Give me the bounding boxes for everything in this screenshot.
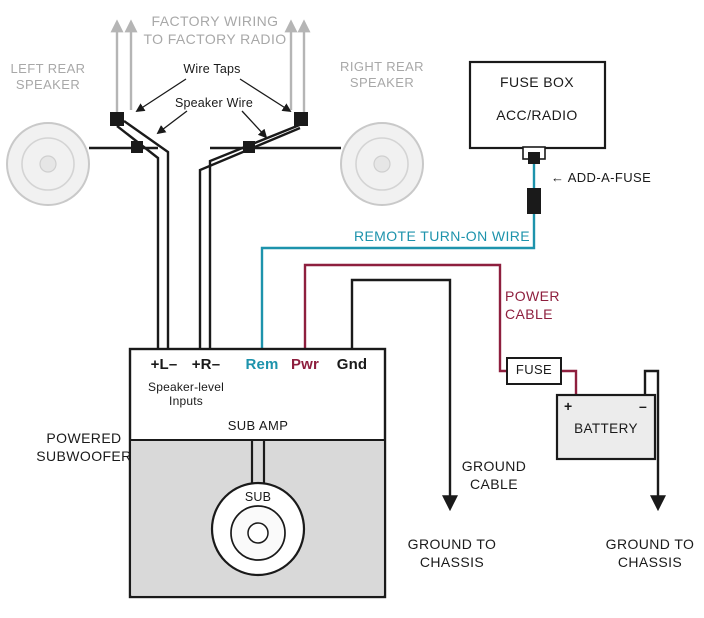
battery-minus-terminal: – xyxy=(639,398,648,414)
powered-subwoofer-label-line1: POWERED xyxy=(46,430,122,446)
factory-wiring-arrows xyxy=(110,19,311,116)
label-pointer-arrows xyxy=(135,78,292,139)
speaker-level-inputs-label-line2: Inputs xyxy=(169,394,203,408)
battery-label: BATTERY xyxy=(574,421,638,436)
right-rear-speaker-icon xyxy=(340,122,424,206)
powered-subwoofer-shape xyxy=(128,347,387,599)
add-a-fuse-label: ← ADD-A-FUSE xyxy=(551,170,652,185)
right-rear-speaker-label-line1: RIGHT REAR xyxy=(340,59,424,74)
factory-wiring-label-line2: TO FACTORY RADIO xyxy=(143,31,287,47)
speaker-wire-label: Speaker Wire xyxy=(174,96,254,110)
left-rear-speaker-label-line1: LEFT REAR xyxy=(10,61,86,76)
power-cable-wire xyxy=(303,263,578,395)
acc-radio-label: ACC/RADIO xyxy=(496,107,578,123)
amp-terminal-right-input: +R– xyxy=(191,356,221,373)
left-rear-speaker-icon xyxy=(6,122,90,206)
factory-wiring-label-line1: FACTORY WIRING xyxy=(151,13,279,29)
fuse-box-shape xyxy=(468,60,607,164)
wire-tap-connectors xyxy=(110,112,308,153)
power-cable-label-line1: POWER xyxy=(505,288,560,304)
ground-to-chassis-left-line2: CHASSIS xyxy=(419,554,485,570)
amp-terminal-remote: Rem xyxy=(245,356,279,373)
fuse-box-title: FUSE BOX xyxy=(500,74,574,90)
amp-terminal-ground: Gnd xyxy=(336,356,368,373)
power-cable-label-line2: CABLE xyxy=(505,306,553,322)
ground-to-chassis-right-line2: CHASSIS xyxy=(617,554,683,570)
battery-shape xyxy=(555,393,657,461)
powered-subwoofer-label-line2: SUBWOOFER xyxy=(36,448,132,464)
add-a-fuse-holder xyxy=(527,188,541,214)
sub-amp-label: SUB AMP xyxy=(227,418,289,433)
ground-cable-label-line1: GROUND xyxy=(461,458,527,474)
wire-taps-label: Wire Taps xyxy=(183,62,241,76)
amp-terminal-left-input: +L– xyxy=(150,356,178,373)
left-rear-speaker-label-line2: SPEAKER xyxy=(15,77,81,92)
battery-plus-terminal: + xyxy=(564,398,573,414)
remote-turn-on-label: REMOTE TURN-ON WIRE xyxy=(353,228,531,244)
ground-wires xyxy=(350,278,666,512)
inline-fuse-shape xyxy=(506,357,562,385)
fuse-label: FUSE xyxy=(515,362,553,377)
amp-terminal-power: Pwr xyxy=(290,356,320,373)
ground-to-chassis-right-line1: GROUND TO xyxy=(605,536,695,552)
speaker-wires xyxy=(89,120,341,350)
right-rear-speaker-label-line2: SPEAKER xyxy=(349,75,415,90)
sub-label: SUB xyxy=(244,490,272,504)
speaker-level-inputs-label-line1: Speaker-level xyxy=(148,380,224,394)
ground-to-chassis-left-line1: GROUND TO xyxy=(407,536,497,552)
ground-cable-label-line2: CABLE xyxy=(470,476,518,492)
